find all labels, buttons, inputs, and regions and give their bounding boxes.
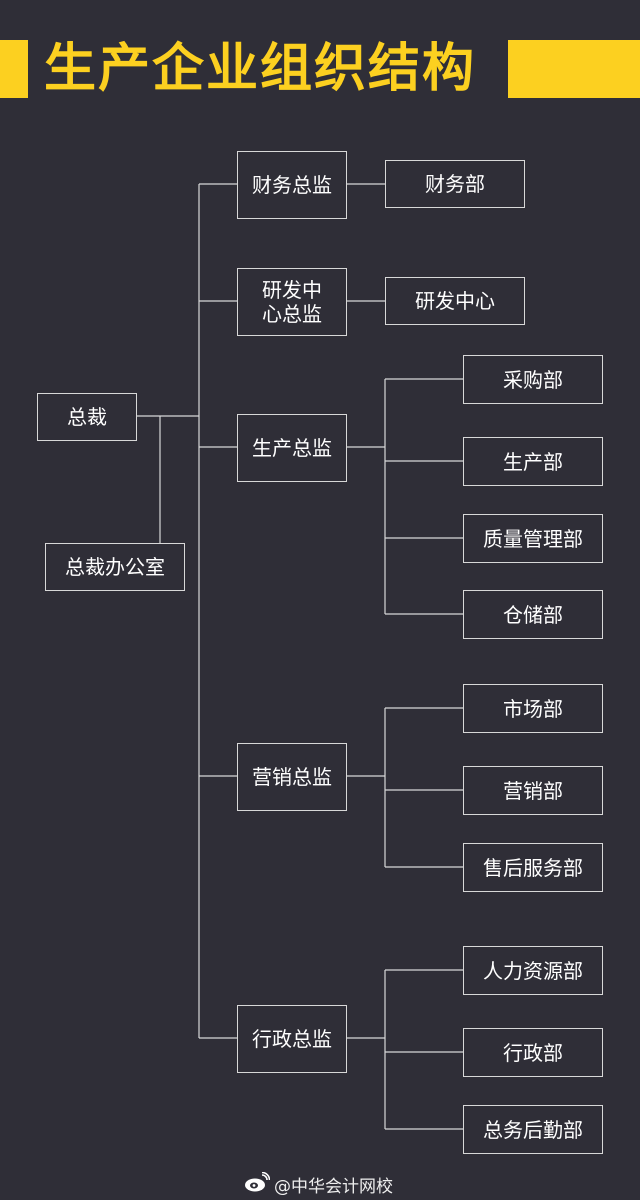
weibo-icon [244, 1171, 271, 1197]
node-production: 生产部 [463, 437, 603, 486]
node-after-sales: 售后服务部 [463, 843, 603, 892]
node-rd-director: 研发中心总监 [237, 268, 347, 336]
node-production-director: 生产总监 [237, 414, 347, 482]
node-ceo-office: 总裁办公室 [45, 543, 185, 591]
node-finance-dept: 财务部 [385, 160, 525, 208]
node-logistics: 总务后勤部 [463, 1105, 603, 1154]
footer-text: @中华会计网校 [274, 1177, 393, 1197]
node-marketing-director: 营销总监 [237, 743, 347, 811]
node-warehouse: 仓储部 [463, 590, 603, 639]
node-hr: 人力资源部 [463, 946, 603, 995]
page-title: 生产企业组织结构 [44, 38, 477, 99]
node-finance-director: 财务总监 [237, 151, 347, 219]
footer-credit: @中华会计网校 [244, 1171, 393, 1197]
node-admin: 行政部 [463, 1028, 603, 1077]
title-bar-left [0, 40, 28, 98]
title-bar-right [508, 40, 640, 98]
node-quality: 质量管理部 [463, 514, 603, 563]
node-ceo: 总裁 [37, 393, 137, 441]
node-sales: 营销部 [463, 766, 603, 815]
node-market: 市场部 [463, 684, 603, 733]
node-rd-center: 研发中心 [385, 277, 525, 325]
node-purchasing: 采购部 [463, 355, 603, 404]
node-admin-director: 行政总监 [237, 1005, 347, 1073]
